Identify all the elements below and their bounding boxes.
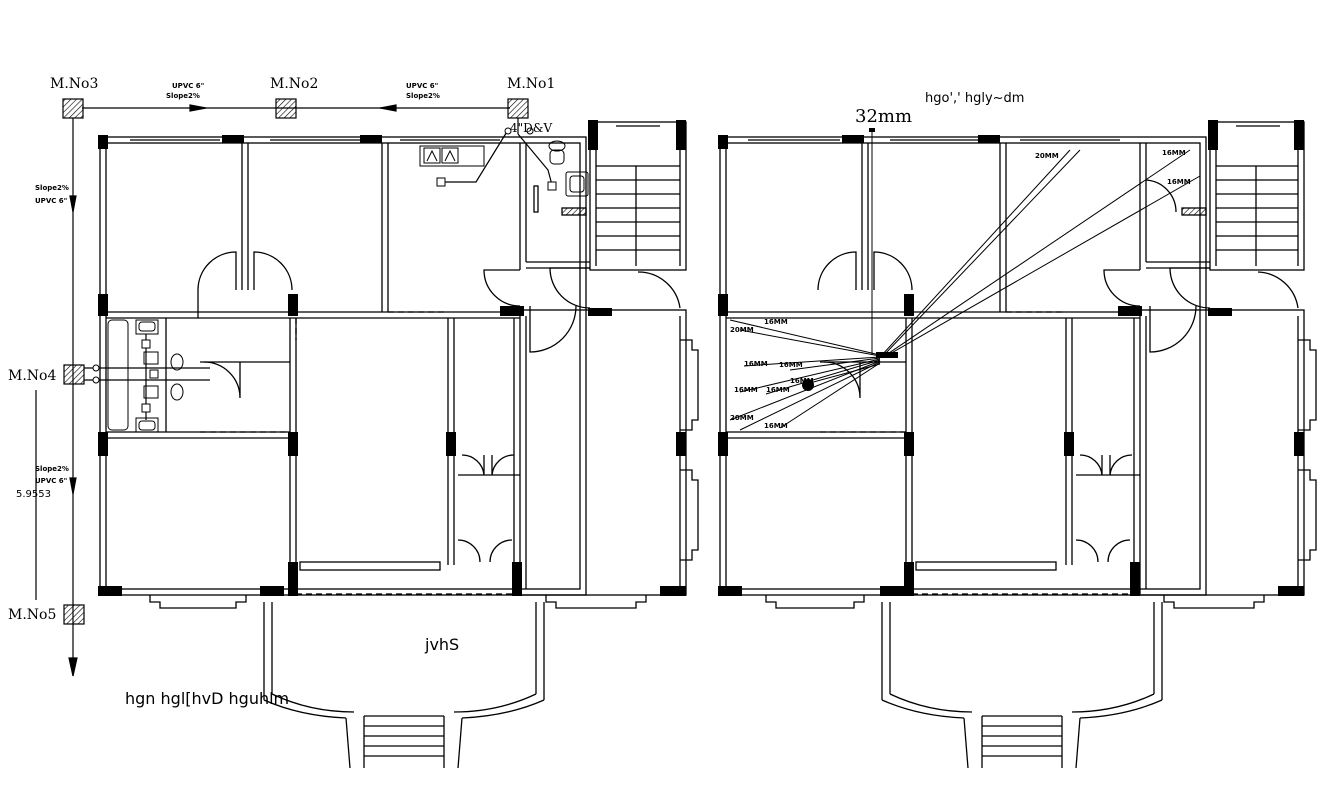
left-porch <box>263 602 545 769</box>
pipe-label: 16MM <box>744 360 768 368</box>
pipe-label: 20MM <box>730 326 754 334</box>
pipe-note-top-right-1: UPVC 6" <box>406 82 438 90</box>
flow-arrow-icon <box>189 104 207 112</box>
pipe-note-top-left-1: UPVC 6" <box>172 82 204 90</box>
right-plan-title: hgo',' hgly~dm <box>925 91 1024 106</box>
flow-arrow-icon <box>69 195 77 213</box>
main-pipe-icon <box>869 128 875 132</box>
manhole-4-icon <box>63 364 85 385</box>
sewer-nodes <box>92 127 557 413</box>
pipe-label: 20MM <box>730 414 754 422</box>
left-doors <box>197 251 681 563</box>
left-inner-wall <box>105 142 581 590</box>
manhole-2-icon <box>275 98 297 119</box>
manhole-4-label: M.No4 <box>8 368 56 384</box>
right-staircase <box>1209 121 1305 271</box>
right-porch <box>881 602 1163 769</box>
pipe-note-left-lower-1: Slope2% <box>35 465 69 473</box>
pipe-label: 16MM <box>764 318 788 326</box>
left-plan-title: hgn hgl[hvD hguhlm <box>125 689 289 708</box>
pipe-label: 16MM <box>734 386 758 394</box>
flow-arrow-icon <box>69 477 77 495</box>
porch-label: jvhS <box>424 635 459 654</box>
pipe-note-left-lower-2: UPVC 6" <box>35 477 67 485</box>
manholes <box>62 98 529 625</box>
pipe-label: 16MM <box>1167 178 1191 186</box>
pipe-note-top-left-2: Slope2% <box>166 92 200 100</box>
right-stair-treads <box>1216 165 1298 251</box>
left-bathroom-fixtures <box>107 140 589 433</box>
manhole-2-label: M.No2 <box>270 76 318 92</box>
right-outer-wall <box>719 136 1207 596</box>
pipe-label: 16MM <box>779 361 803 369</box>
right-columns <box>718 120 1304 596</box>
pipe-label: 20MM <box>1035 152 1059 160</box>
pipe-label: 16MM <box>1162 149 1186 157</box>
left-openings <box>200 311 514 595</box>
manhole-5-label: M.No5 <box>8 607 56 623</box>
dimension-label: 5.9553 <box>16 489 51 500</box>
pipe-label: 16MM <box>764 422 788 430</box>
flow-arrow-icon <box>68 657 78 677</box>
pipe-note-left-upper-1: Slope2% <box>35 184 69 192</box>
pipe-label: 16MM <box>790 377 814 385</box>
right-plan <box>719 121 1317 769</box>
stack-label: 4"D&V <box>510 121 552 135</box>
manhole-5-icon <box>63 604 85 625</box>
pipe-note-top-right-2: Slope2% <box>406 92 440 100</box>
left-outer-wall <box>99 136 587 596</box>
right-inner-wall <box>725 142 1201 590</box>
water-supply-lines <box>729 130 1201 431</box>
left-plan <box>99 121 699 769</box>
left-columns <box>98 120 686 596</box>
main-pipe-label: 32mm <box>855 106 912 127</box>
manhole-3-label: M.No3 <box>50 76 98 92</box>
manhole-3-icon <box>62 98 84 119</box>
right-doors <box>817 179 1299 563</box>
manhole-1-label: M.No1 <box>507 76 555 92</box>
water-source-icon <box>802 379 814 391</box>
manhole-1-icon <box>507 98 529 119</box>
left-stair-treads <box>596 165 680 251</box>
pipe-label: 16MM <box>766 386 790 394</box>
left-staircase <box>589 121 687 271</box>
pipe-note-left-upper-2: UPVC 6" <box>35 197 67 205</box>
flow-arrow-icon <box>379 104 397 112</box>
